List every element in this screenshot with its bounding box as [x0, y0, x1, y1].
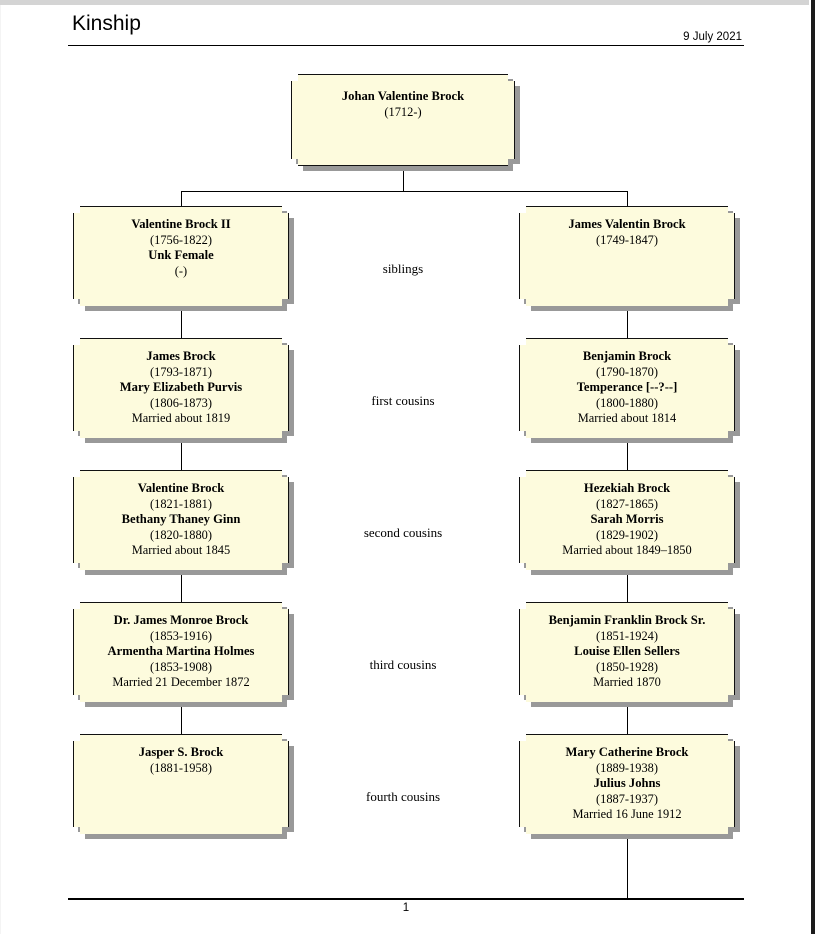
relation-label-third-cousins: third cousins — [369, 657, 437, 672]
connector-left-4-5 — [181, 707, 182, 735]
person-name: James Brock — [146, 349, 216, 363]
spouse-dates: (1850-1928) — [596, 659, 658, 674]
marriage-info: Married about 1849–1850 — [562, 543, 692, 557]
person-node-left-3[interactable]: Valentine Brock (1821-1881) Bethany Than… — [73, 470, 294, 575]
page-frame-right-gutter — [809, 0, 811, 934]
person-node-left-4[interactable]: Dr. James Monroe Brock (1853-1916) Armen… — [73, 602, 294, 707]
spouse-name: Bethany Thaney Ginn — [121, 512, 241, 526]
person-name: Hezekiah Brock — [583, 481, 671, 495]
node-body: Hezekiah Brock (1827-1865) Sarah Morris … — [519, 470, 735, 570]
connector-left-2-3 — [181, 443, 182, 471]
marriage-info: Married about 1814 — [577, 411, 677, 425]
node-body: Dr. James Monroe Brock (1853-1916) Armen… — [73, 602, 289, 702]
person-name: James Valentin Brock — [568, 217, 686, 231]
marriage-info: Married about 1819 — [131, 411, 231, 425]
node-body: James Brock (1793-1871) Mary Elizabeth P… — [73, 338, 289, 438]
spouse-name: Sarah Morris — [590, 512, 664, 526]
person-node-left-1[interactable]: Valentine Brock II (1756-1822) Unk Femal… — [73, 206, 294, 311]
connector-right-4-5 — [627, 707, 628, 735]
page-header: Kinship 9 July 2021 — [68, 12, 744, 46]
relation-label-fourth-cousins: fourth cousins — [365, 789, 441, 804]
spouse-name: Mary Elizabeth Purvis — [119, 380, 243, 394]
spouse-name: Julius Johns — [593, 776, 661, 790]
spouse-name: Louise Ellen Sellers — [574, 644, 680, 658]
spouse-dates: (1853-1908) — [150, 659, 212, 674]
person-name: Benjamin Brock — [582, 349, 672, 363]
person-name: Jasper S. Brock — [138, 745, 224, 759]
person-node-right-3[interactable]: Hezekiah Brock (1827-1865) Sarah Morris … — [519, 470, 740, 575]
page-title: Kinship — [72, 12, 141, 35]
person-node-left-5[interactable]: Jasper S. Brock (1881-1958) — [73, 734, 294, 839]
marriage-info: Married 21 December 1872 — [112, 675, 250, 689]
connector-drop-right-1 — [627, 191, 628, 206]
node-body: Mary Catherine Brock (1889-1938) Julius … — [519, 734, 735, 834]
person-dates: (1821-1881) — [150, 496, 212, 511]
page-frame-left-edge — [0, 5, 1, 934]
spouse-dates: (1887-1937) — [596, 791, 658, 806]
person-node-right-4[interactable]: Benjamin Franklin Brock Sr. (1851-1924) … — [519, 602, 740, 707]
person-name: Valentine Brock — [137, 481, 225, 495]
node-body: James Valentin Brock (1749-1847) — [519, 206, 735, 306]
person-node-right-1[interactable]: James Valentin Brock (1749-1847) — [519, 206, 740, 311]
person-node-left-2[interactable]: James Brock (1793-1871) Mary Elizabeth P… — [73, 338, 294, 443]
connector-left-1-2 — [181, 311, 182, 339]
person-name: Dr. James Monroe Brock — [113, 613, 249, 627]
person-dates: (1749-1847) — [596, 232, 658, 247]
connector-right-2-3 — [627, 443, 628, 471]
person-dates: (1793-1871) — [150, 364, 212, 379]
connector-right-3-4 — [627, 575, 628, 603]
person-dates: (1790-1870) — [596, 364, 658, 379]
person-name: Benjamin Franklin Brock Sr. — [548, 613, 706, 627]
spouse-dates: (1829-1902) — [596, 527, 658, 542]
node-body: Valentine Brock (1821-1881) Bethany Than… — [73, 470, 289, 570]
page-number: 1 — [402, 902, 410, 914]
person-name: Valentine Brock II — [131, 217, 231, 231]
node-body: Johan Valentine Brock (1712-) — [291, 74, 515, 166]
spouse-name: Unk Female — [148, 248, 214, 262]
connector-drop-left-1 — [181, 191, 182, 206]
spouse-dates: (-) — [174, 263, 188, 278]
person-dates: (1827-1865) — [596, 496, 658, 511]
page-footer: 1 — [68, 898, 744, 930]
connector-left-3-4 — [181, 575, 182, 603]
person-dates: (1889-1938) — [596, 760, 658, 775]
person-dates: (1853-1916) — [150, 628, 212, 643]
footer-divider — [68, 898, 744, 900]
node-body: Jasper S. Brock (1881-1958) — [73, 734, 289, 834]
spouse-dates: (1820-1880) — [150, 527, 212, 542]
relation-label-second-cousins: second cousins — [363, 525, 443, 540]
person-dates: (1881-1958) — [150, 760, 212, 775]
connector-right-1-2 — [627, 311, 628, 339]
header-divider — [68, 44, 744, 46]
person-name: Johan Valentine Brock — [341, 89, 465, 103]
spouse-name: Temperance [--?--] — [576, 380, 678, 394]
spouse-name: Armentha Martina Holmes — [107, 644, 255, 658]
person-name: Mary Catherine Brock — [565, 745, 689, 759]
header-date: 9 July 2021 — [683, 31, 742, 43]
connector-root-stem — [403, 166, 404, 192]
person-node-right-5[interactable]: Mary Catherine Brock (1889-1938) Julius … — [519, 734, 740, 839]
person-dates: (1851-1924) — [596, 628, 658, 643]
person-dates: (1712-) — [384, 104, 422, 119]
node-body: Benjamin Brock (1790-1870) Temperance [-… — [519, 338, 735, 438]
marriage-info: Married 16 June 1912 — [572, 807, 682, 821]
connector-right-continues — [627, 839, 628, 899]
marriage-info: Married 1870 — [593, 675, 661, 689]
marriage-info: Married about 1845 — [131, 543, 231, 557]
person-dates: (1756-1822) — [150, 232, 212, 247]
page-frame-right-edge — [811, 0, 815, 934]
person-node-right-2[interactable]: Benjamin Brock (1790-1870) Temperance [-… — [519, 338, 740, 443]
page-frame-top-edge — [0, 0, 815, 5]
person-node-root[interactable]: Johan Valentine Brock (1712-) — [291, 74, 520, 171]
relation-label-siblings: siblings — [382, 261, 424, 276]
node-body: Benjamin Franklin Brock Sr. (1851-1924) … — [519, 602, 735, 702]
spouse-dates: (1800-1880) — [596, 395, 658, 410]
relation-label-first-cousins: first cousins — [371, 393, 435, 408]
node-body: Valentine Brock II (1756-1822) Unk Femal… — [73, 206, 289, 306]
spouse-dates: (1806-1873) — [150, 395, 212, 410]
connector-sibling-bar — [181, 191, 627, 192]
